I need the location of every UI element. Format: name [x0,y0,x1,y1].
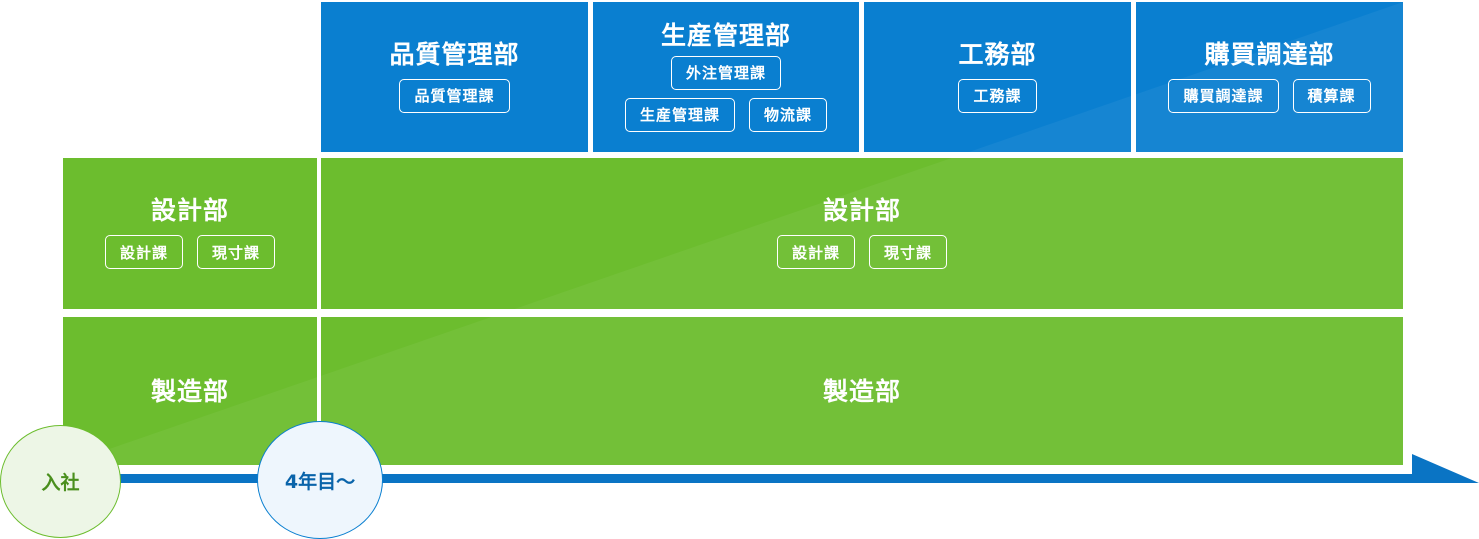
manufacturing-initial-title: 製造部 [150,376,229,406]
design-initial-sections: 設計課 現寸課 [104,235,276,269]
design-later-sections: 設計課 現寸課 [776,235,948,269]
dept-engineering: 工務部 工務課 [864,2,1131,152]
dept-procurement-sections: 購買調達課 積算課 [1168,78,1371,113]
section-full-scale: 現寸課 [197,235,276,269]
section-outsourcing: 外注管理課 [670,55,781,90]
section-procurement: 購買調達課 [1168,78,1279,113]
dept-production-sections-1: 外注管理課 [670,55,781,90]
dept-engineering-sections: 工務課 [958,78,1037,113]
section-design: 設計課 [104,235,183,269]
timeline-arrowhead-icon [1412,454,1479,483]
manufacturing-dept-initial: 製造部 [63,317,317,465]
design-dept-later: 設計部 設計課 現寸課 [321,158,1403,309]
design-initial-title: 設計部 [150,196,229,225]
design-dept-initial: 設計部 設計課 現寸課 [63,158,317,309]
year-four-marker: 4年目～ [257,421,383,539]
dept-quality: 品質管理部 品質管理課 [321,2,588,152]
section-design: 設計課 [776,235,855,269]
section-production-control: 生産管理課 [624,97,735,132]
dept-production-title: 生産管理部 [660,20,791,50]
section-estimation: 積算課 [1292,78,1371,113]
join-marker: 入社 [0,425,121,538]
dept-procurement: 購買調達部 購買調達課 積算課 [1136,2,1403,152]
manufacturing-dept-later: 製造部 [321,317,1403,465]
section-logistics: 物流課 [749,97,828,132]
design-later-title: 設計部 [822,196,901,225]
manufacturing-later-title: 製造部 [822,376,901,406]
section-full-scale: 現寸課 [869,235,948,269]
dept-quality-title: 品質管理部 [389,39,520,69]
dept-procurement-title: 購買調達部 [1204,39,1335,69]
dept-production: 生産管理部 外注管理課 生産管理課 物流課 [593,2,859,152]
dept-quality-sections: 品質管理課 [399,78,510,113]
section-engineering: 工務課 [958,78,1037,113]
dept-engineering-title: 工務部 [958,39,1037,69]
section-quality-control: 品質管理課 [399,78,510,113]
dept-production-sections-2: 生産管理課 物流課 [624,97,828,132]
timeline-line [80,474,1420,483]
